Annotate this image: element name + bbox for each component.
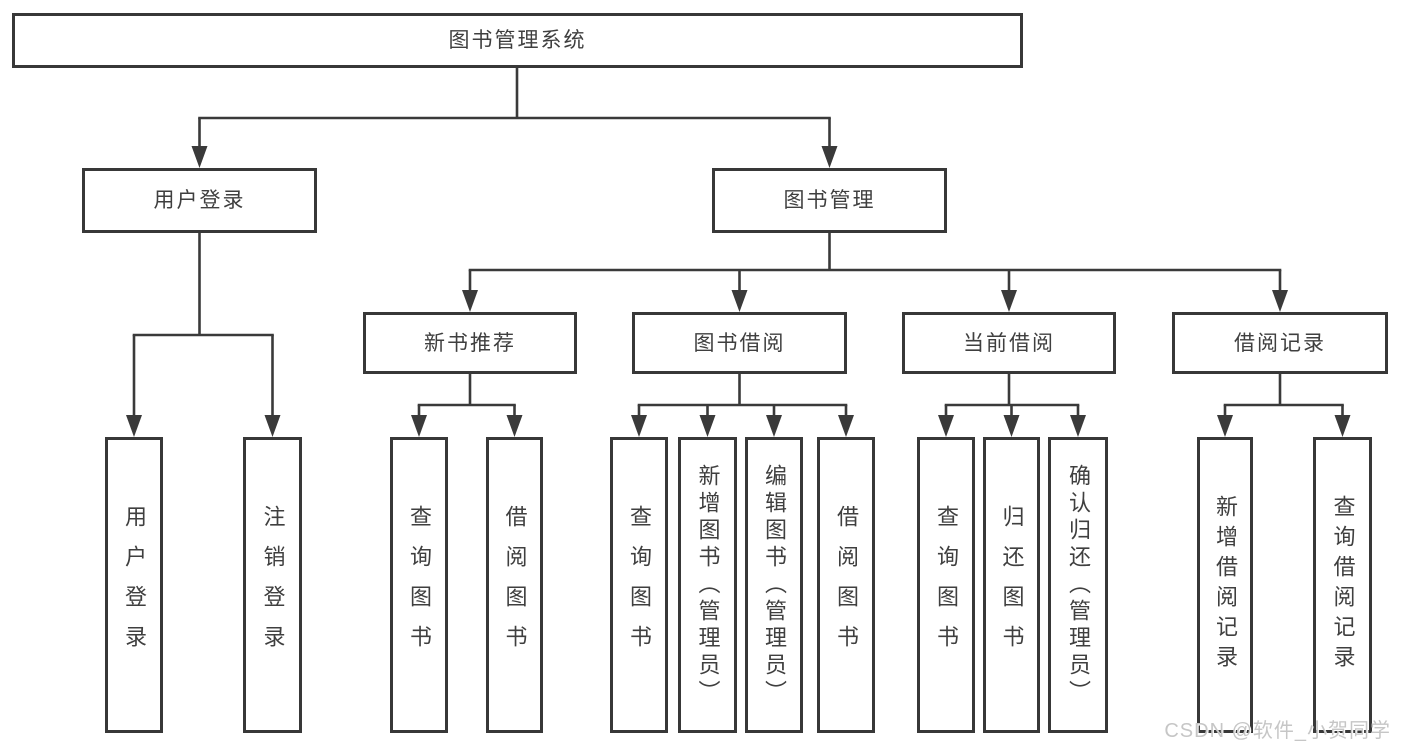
leaf-logout: 注销登录 [243, 437, 302, 733]
node-root: 图书管理系统 [12, 13, 1023, 68]
leaf-confirm-return-admin: 确认归还（管理员） [1048, 437, 1108, 733]
leaf-query-books-borrowing: 查询图书 [610, 437, 668, 733]
node-book-management: 图书管理 [712, 168, 947, 233]
leaf-borrow-books-borrowing: 借阅图书 [817, 437, 875, 733]
leaf-edit-books-admin: 编辑图书（管理员） [745, 437, 803, 733]
node-current-borrowing: 当前借阅 [902, 312, 1116, 374]
leaf-borrow-books-recommend: 借阅图书 [486, 437, 543, 733]
leaf-query-books-current: 查询图书 [917, 437, 975, 733]
node-borrowing-records: 借阅记录 [1172, 312, 1388, 374]
leaf-add-borrow-record: 新增借阅记录 [1197, 437, 1253, 733]
csdn-watermark: CSDN @软件_小贺同学 [1164, 720, 1391, 742]
leaf-query-borrow-record: 查询借阅记录 [1313, 437, 1372, 733]
leaf-return-books: 归还图书 [983, 437, 1040, 733]
leaf-query-books-recommend: 查询图书 [390, 437, 448, 733]
node-book-borrowing: 图书借阅 [632, 312, 847, 374]
node-user-login: 用户登录 [82, 168, 317, 233]
leaf-user-login: 用户登录 [105, 437, 163, 733]
node-new-book-recommend: 新书推荐 [363, 312, 577, 374]
leaf-add-books-admin: 新增图书（管理员） [678, 437, 737, 733]
